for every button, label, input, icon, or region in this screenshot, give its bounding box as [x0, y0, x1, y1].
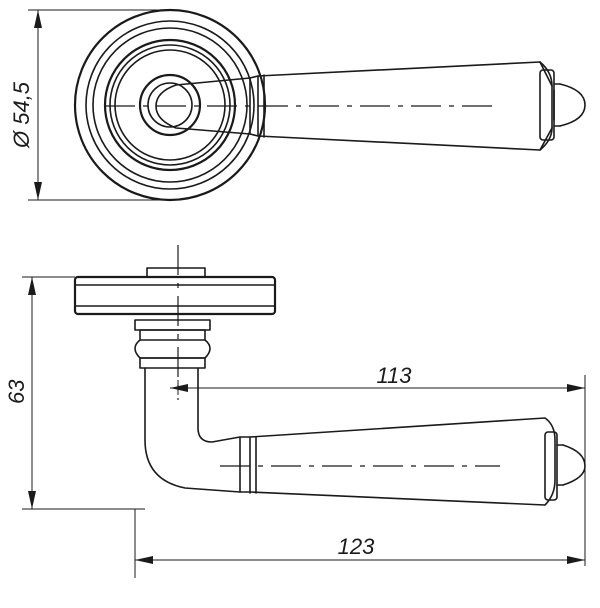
handle-length-dimension	[170, 375, 586, 566]
handle-length-label: 113	[376, 363, 412, 388]
overall-length-dimension	[134, 509, 585, 578]
height-label: 63	[4, 379, 29, 404]
lever-top	[155, 61, 586, 151]
rosette-front	[73, 8, 267, 202]
height-dimension	[22, 276, 145, 510]
overall-length-label: 123	[338, 534, 375, 559]
top-view: Ø 54,5	[9, 8, 586, 202]
lever-side	[144, 367, 586, 506]
side-view: 63 113 123	[4, 245, 586, 578]
rosette-side	[73, 267, 277, 316]
diameter-dimension	[28, 9, 170, 201]
lever-neck	[134, 319, 211, 369]
diameter-label: Ø 54,5	[9, 81, 34, 149]
